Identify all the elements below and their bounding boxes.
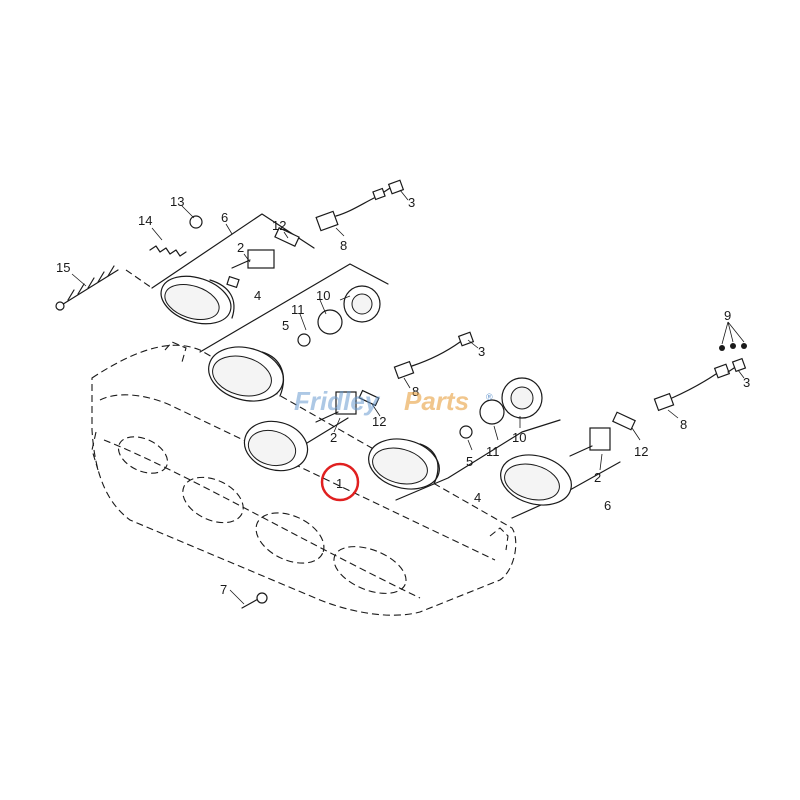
callout-2-top: 2 [237, 240, 244, 255]
harness-right [653, 357, 747, 412]
callout-6-right: 6 [604, 498, 611, 513]
callout-3-top: 3 [408, 195, 415, 210]
callout-2-right: 2 [594, 470, 601, 485]
callout-11-lower: 11 [486, 444, 500, 459]
callout-2-middle: 2 [330, 430, 337, 445]
callout-labels: 13 14 15 6 2 12 8 3 4 11 10 5 3 8 2 12 1… [56, 194, 750, 597]
callout-11-upper: 11 [291, 302, 305, 317]
harness-top [315, 179, 405, 232]
hardware-top-left [55, 215, 203, 311]
harness-middle [393, 331, 475, 380]
watermark: Fridley Parts ® [294, 386, 493, 416]
callout-10-upper: 10 [316, 288, 330, 303]
callout-5-lower: 5 [466, 454, 473, 469]
watermark-text-1: Fridley [294, 386, 381, 416]
leader-lines [71, 189, 745, 471]
callout-13: 13 [170, 194, 184, 209]
watermark-text-2: Parts [404, 386, 469, 416]
callout-9: 9 [724, 308, 731, 323]
bulb-socket-top [247, 249, 275, 269]
callout-12-right: 12 [634, 444, 648, 459]
hardware-misc [229, 321, 747, 609]
headlight-upper-left [208, 285, 381, 402]
callout-4-lower: 4 [474, 490, 481, 505]
callout-5-upper: 5 [282, 318, 289, 333]
callout-12-top: 12 [272, 218, 286, 233]
headlight-lower-left [243, 389, 380, 472]
work-light-top [160, 227, 300, 325]
callout-12-middle: 12 [372, 414, 386, 429]
callout-6-top: 6 [221, 210, 228, 225]
callout-14: 14 [138, 213, 152, 228]
watermark-registered: ® [486, 392, 493, 402]
callout-3-middle: 3 [478, 344, 485, 359]
callout-1: 1 [336, 476, 343, 491]
bumper [91, 341, 517, 616]
callout-8-top: 8 [340, 238, 347, 253]
work-light-lower-right [500, 411, 636, 506]
highlight-circle [320, 462, 360, 502]
headlight-center [368, 377, 543, 490]
callout-7: 7 [220, 582, 227, 597]
callout-10-lower: 10 [512, 430, 526, 445]
callout-4-upper: 4 [254, 288, 261, 303]
callout-15: 15 [56, 260, 70, 275]
callout-3-right: 3 [743, 375, 750, 390]
callout-8-right: 8 [680, 417, 687, 432]
callout-8-middle: 8 [412, 384, 419, 399]
